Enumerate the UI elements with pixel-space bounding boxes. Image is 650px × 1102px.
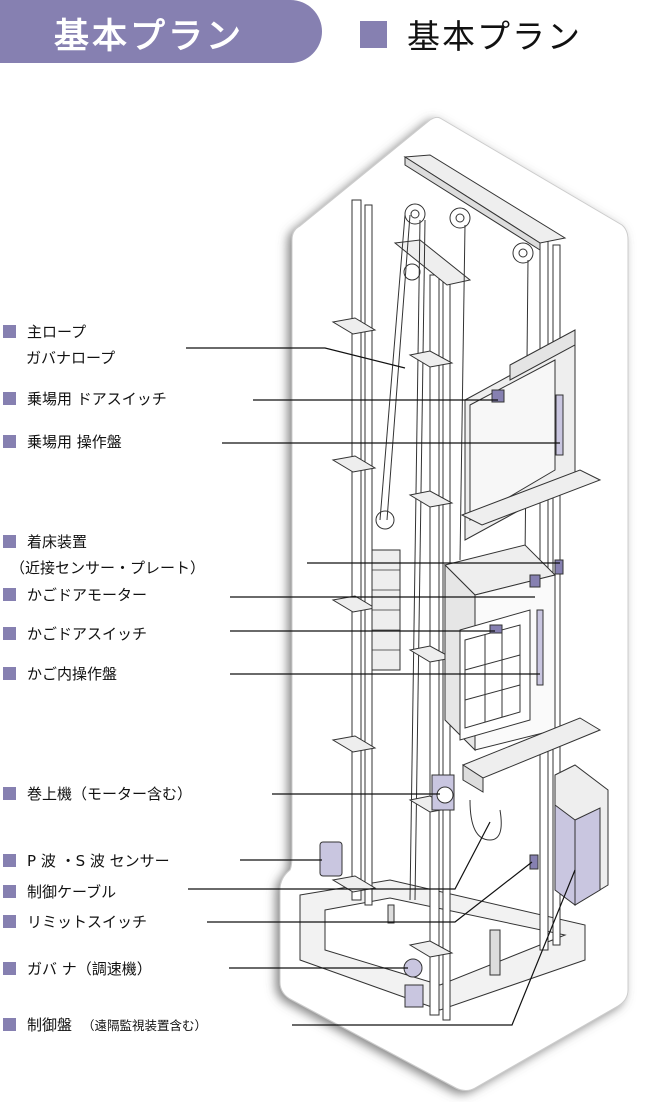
square-bullet-icon xyxy=(3,667,16,680)
label-landing-device: 着床装置 xyxy=(3,531,87,552)
plan-badge: 基本プラン xyxy=(0,0,322,63)
label-text: かごドアモーター xyxy=(27,586,148,604)
square-bullet-icon xyxy=(3,325,16,338)
square-bullet-icon xyxy=(3,915,16,928)
section-title-text: 基本プラン xyxy=(407,17,582,56)
label-note: （遠隔監視装置含む） xyxy=(82,1018,208,1033)
label-limit-switch: リミットスイッチ xyxy=(3,911,147,932)
leader-lines xyxy=(186,347,576,1026)
label-control-cable: 制御ケーブル xyxy=(3,881,116,902)
label-text: 主ロープ xyxy=(27,323,87,341)
square-bullet-icon xyxy=(3,854,16,867)
label-text: 巻上機（モーター含む） xyxy=(27,785,193,803)
label-text: 乗場用 操作盤 xyxy=(27,433,122,451)
label-landing-door-switch: 乗場用 ドアスイッチ xyxy=(3,388,167,409)
square-bullet-icon xyxy=(3,885,16,898)
square-bullet-icon xyxy=(3,962,16,975)
label-text: かごドアスイッチ xyxy=(27,625,148,643)
square-bullet-icon xyxy=(3,787,16,800)
label-car-control-panel: かご内操作盤 xyxy=(3,663,117,684)
label-text: P 波 ・S 波 センサー xyxy=(27,852,170,870)
square-bullet-icon xyxy=(3,1018,16,1031)
label-text: 制御盤 xyxy=(27,1016,73,1034)
square-bullet-icon xyxy=(3,435,16,448)
square-bullet-icon xyxy=(3,627,16,640)
label-ps-wave-sensor: P 波 ・S 波 センサー xyxy=(3,850,170,871)
square-bullet-icon xyxy=(3,588,16,601)
label-text: ガバ ナ（調速機） xyxy=(27,960,152,978)
label-car-door-motor: かごドアモーター xyxy=(3,584,147,605)
label-text: 乗場用 ドアスイッチ xyxy=(27,390,167,408)
label-main-rope: 主ロープ xyxy=(3,321,86,342)
section-title: 基本プラン xyxy=(360,10,582,58)
label-text: 着床装置 xyxy=(27,533,88,551)
elevator-structure xyxy=(299,154,609,1021)
label-control-panel: 制御盤 （遠隔監視装置含む） xyxy=(3,1014,207,1035)
square-bullet-icon xyxy=(3,535,16,548)
label-car-door-switch: かごドアスイッチ xyxy=(3,623,147,644)
label-governor: ガバ ナ（調速機） xyxy=(3,958,152,979)
label-text: リミットスイッチ xyxy=(27,913,148,931)
label-text: 制御ケーブル xyxy=(27,883,117,901)
label-governor-rope: ガバナロープ xyxy=(26,349,116,367)
label-traction-machine: 巻上機（モーター含む） xyxy=(3,783,192,804)
plan-badge-label: 基本プラン xyxy=(54,17,245,57)
square-bullet-icon xyxy=(360,20,387,48)
label-landing-control-panel: 乗場用 操作盤 xyxy=(3,431,122,452)
square-bullet-icon xyxy=(3,392,16,405)
label-text: かご内操作盤 xyxy=(27,665,118,683)
label-landing-device-detail: （近接センサー・プレート） xyxy=(10,559,206,577)
